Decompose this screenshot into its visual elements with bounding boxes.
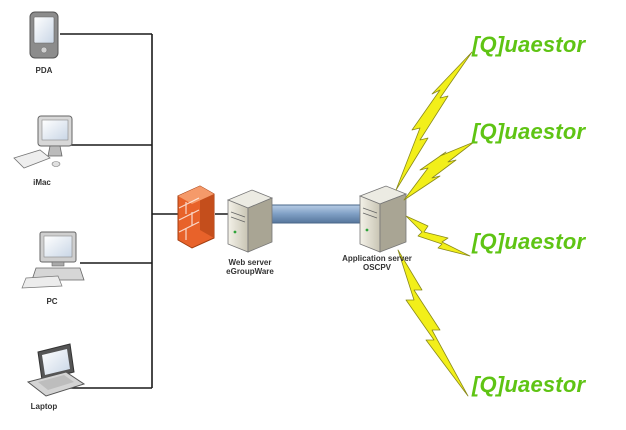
laptop-icon (26, 343, 86, 397)
quaestor-label-2: [Q]uaestor (472, 119, 586, 144)
lightning-bolt-2 (403, 141, 475, 201)
pda-label: PDA (35, 66, 53, 75)
quaestor-label-4: [Q]uaestor (472, 372, 586, 397)
wireless-links (395, 51, 475, 397)
imac-label: iMac (33, 178, 51, 187)
firewall-icon (177, 185, 215, 249)
web-server-label: Web server eGroupWare (216, 258, 284, 276)
lightning-bolt-1 (395, 51, 473, 191)
imac-icon (13, 115, 73, 169)
laptop-label: Laptop (30, 402, 58, 411)
application-server-icon (358, 185, 408, 253)
pc-label: PC (46, 297, 58, 306)
web-server-icon (226, 189, 274, 253)
lightning-bolt-3 (405, 215, 471, 257)
quaestor-label-1: [Q]uaestor (472, 32, 586, 57)
server-link (267, 204, 365, 224)
quaestor-label-3: [Q]uaestor (472, 229, 586, 254)
network-lines (60, 33, 235, 389)
pc-icon (21, 231, 85, 289)
app-server-label-line2: OSCPV (362, 263, 391, 272)
pda-icon (29, 11, 59, 59)
web-server-label-line1: Web server (228, 258, 272, 267)
web-server-label-line2: eGroupWare (226, 267, 274, 276)
app-server-label-line1: Application server (342, 254, 412, 263)
app-server-label: Application server OSCPV (334, 254, 420, 272)
lightning-bolt-4 (397, 249, 469, 397)
